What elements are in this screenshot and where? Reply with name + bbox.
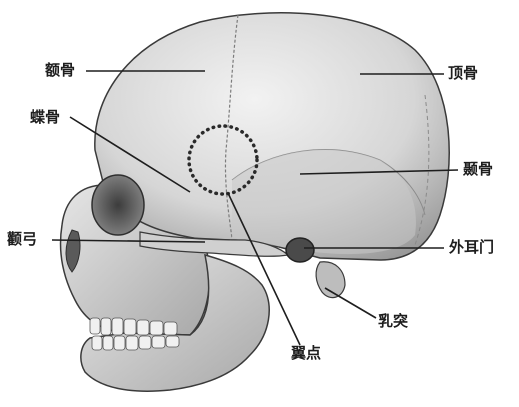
leader-mastoid bbox=[325, 288, 376, 318]
label-frontal-bone: 额骨 bbox=[45, 63, 75, 78]
mastoid-process bbox=[316, 262, 345, 298]
label-parietal-bone: 顶骨 bbox=[448, 66, 478, 81]
orbit bbox=[92, 175, 144, 235]
label-temporal-bone: 颞骨 bbox=[463, 162, 493, 177]
label-sphenoid-bone: 蝶骨 bbox=[30, 110, 60, 125]
external-acoustic-meatus bbox=[286, 238, 314, 262]
label-zygomatic-arch: 颧弓 bbox=[7, 232, 37, 247]
label-mastoid-process: 乳突 bbox=[378, 314, 408, 329]
label-external-acoustic-meatus: 外耳门 bbox=[449, 240, 494, 255]
label-pterion: 翼点 bbox=[291, 346, 321, 361]
